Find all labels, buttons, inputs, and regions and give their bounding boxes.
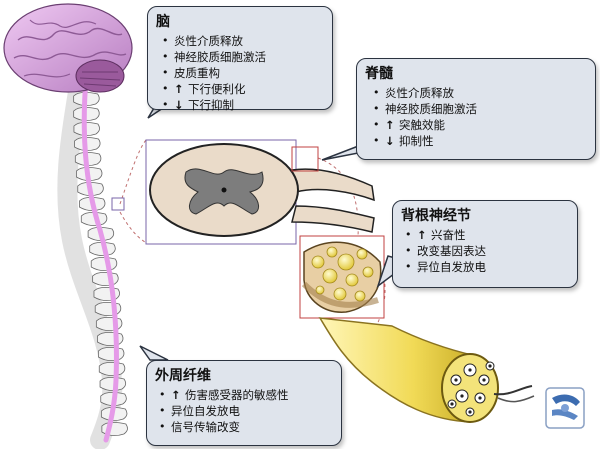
list-item: 改变基因表达 [405, 243, 569, 259]
list-item: ↑突触效能 [373, 117, 587, 133]
vertebra [99, 377, 127, 391]
list-item: 炎性介质释放 [162, 33, 324, 49]
axon-core [482, 378, 486, 382]
callout-brain: 脑 炎性介质释放 神经胶质细胞激活 皮质重构 ↑下行便利化 ↓下行抑制 [147, 6, 333, 113]
cell-body [333, 287, 347, 301]
axon-core [468, 410, 472, 414]
arrow-up-icon: ↑ [171, 388, 181, 402]
peripheral-nerve-illustration [318, 317, 535, 423]
callout-drg: 背根神经节 ↑兴奋性 改变基因表达 异位自发放电 [392, 200, 578, 288]
spinal-cross-section [149, 143, 375, 237]
vertebra [92, 272, 119, 286]
vertebra [97, 347, 125, 361]
cell-body [337, 253, 355, 271]
cell-body [315, 285, 325, 295]
vertebra [80, 212, 108, 226]
list-item: ↑下行便利化 [162, 81, 324, 97]
cell-body [326, 246, 338, 258]
vertebra [98, 362, 126, 376]
vertebral-column [57, 82, 128, 449]
callout-spinal-title: 脊髓 [365, 66, 393, 82]
callout-peripheral: 外周纤维 ↑伤害感受器的敏感性 异位自发放电 信号传输改变 [146, 360, 342, 446]
axon-core [460, 394, 464, 398]
arrow-up-icon: ↑ [417, 228, 427, 242]
brain-illustration [3, 3, 133, 93]
arrow-down-icon: ↓ [174, 98, 184, 112]
list-item: 信号传输改变 [159, 419, 333, 435]
list-item: 异位自发放电 [159, 403, 333, 419]
list-item: ↑兴奋性 [405, 227, 569, 243]
drg-illustration [301, 241, 382, 313]
list-item: 皮质重构 [162, 65, 324, 81]
list-item: ↓抑制性 [373, 133, 587, 149]
axon-core [454, 378, 458, 382]
callout-peripheral-list: ↑伤害感受器的敏感性 异位自发放电 信号传输改变 [159, 387, 333, 435]
callout-drg-title: 背根神经节 [401, 208, 471, 224]
vertebra [97, 332, 124, 346]
cell-body [311, 255, 325, 269]
arrow-up-icon: ↑ [174, 82, 184, 96]
list-item: 炎性介质释放 [373, 85, 587, 101]
callout-drg-list: ↑兴奋性 改变基因表达 异位自发放电 [405, 227, 569, 275]
dorsal-root-highlight [291, 146, 319, 172]
axon-core [450, 402, 454, 406]
callout-brain-list: 炎性介质释放 神经胶质细胞激活 皮质重构 ↑下行便利化 ↓下行抑制 [162, 33, 324, 113]
cell-body [345, 273, 359, 287]
cell-body [362, 266, 374, 278]
axon-core [478, 396, 482, 400]
callout-spinal-cord: 脊髓 炎性介质释放 神经胶质细胞激活 ↑突触效能 ↓抑制性 [356, 58, 596, 160]
axon-core [468, 368, 472, 372]
spine-highlight-box [111, 197, 125, 211]
watermark-logo [545, 387, 585, 429]
cell-body [356, 248, 368, 260]
list-item: 异位自发放电 [405, 259, 569, 275]
callout-peripheral-title: 外周纤维 [155, 368, 211, 384]
cell-body [354, 290, 366, 302]
callout-brain-title: 脑 [156, 14, 170, 30]
list-item: ↑伤害感受器的敏感性 [159, 387, 333, 403]
arrow-up-icon: ↑ [385, 118, 395, 132]
list-item: ↓下行抑制 [162, 97, 324, 113]
vertebra [90, 257, 118, 271]
list-item: 神经胶质细胞激活 [162, 49, 324, 65]
callout-spinal-list: 炎性介质释放 神经胶质细胞激活 ↑突触效能 ↓抑制性 [373, 85, 587, 149]
arrow-down-icon: ↓ [385, 134, 395, 148]
list-item: 神经胶质细胞激活 [373, 101, 587, 117]
cell-body [322, 268, 338, 284]
axon-core [488, 364, 492, 368]
spinal-cord-path [81, 75, 119, 443]
